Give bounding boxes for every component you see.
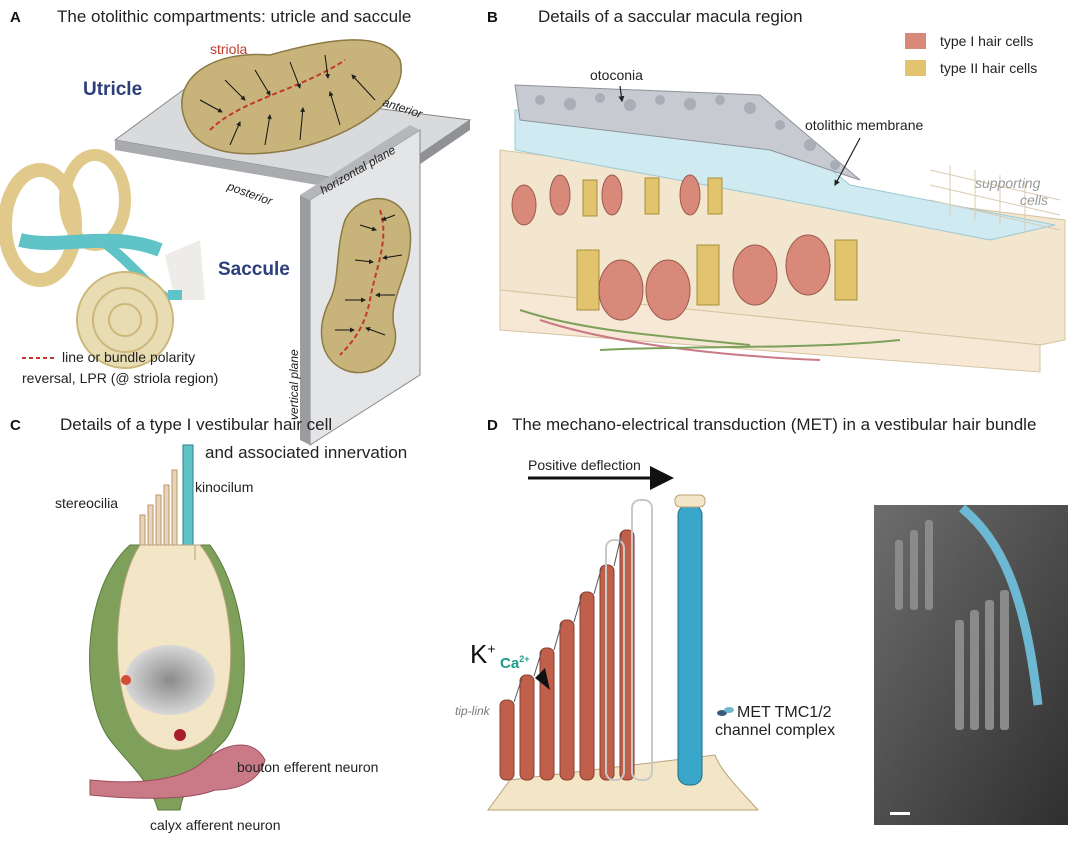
panel-b-letter: B bbox=[487, 9, 498, 26]
hair-cells bbox=[511, 174, 858, 321]
otoconia-label: otoconia bbox=[590, 67, 643, 83]
panel-d-title: The mechano-electrical transduction (MET… bbox=[512, 415, 1037, 434]
inner-ear-illustration bbox=[0, 149, 205, 369]
met-label-line2: channel complex bbox=[715, 722, 836, 739]
calyx-label: calyx afferent neuron bbox=[150, 817, 281, 833]
supporting-cells-label-1: supporting bbox=[975, 175, 1041, 191]
met-label-line1: MET TMC1/2 bbox=[737, 704, 832, 721]
legend-type1-label: type I hair cells bbox=[940, 33, 1034, 49]
panel-a-title: The otolithic compartments: utricle and … bbox=[57, 7, 412, 26]
k-ion-charge: + bbox=[487, 640, 496, 657]
panel-b-title: Details of a saccular macula region bbox=[538, 7, 803, 26]
nucleus bbox=[125, 645, 215, 715]
panel-c-title-line1: Details of a type I vestibular hair cell bbox=[60, 415, 333, 434]
tip-link-label: tip-link bbox=[455, 704, 490, 718]
bouton bbox=[89, 744, 266, 799]
legend-swatch-type2 bbox=[905, 60, 926, 76]
legend-swatch-type1 bbox=[905, 33, 926, 49]
ion-entry-arrow bbox=[535, 668, 550, 690]
kinocilium-c bbox=[182, 444, 194, 546]
k-ion-label: K+ bbox=[470, 640, 496, 669]
positive-deflection-label: Positive deflection bbox=[528, 457, 641, 473]
lpr-legend-line2: reversal, LPR (@ striola region) bbox=[22, 370, 219, 386]
k-ion-symbol: K bbox=[470, 639, 488, 669]
supporting-cells-label-2: cells bbox=[1020, 192, 1049, 208]
panel-c-letter: C bbox=[10, 417, 21, 434]
kinocilum-label: kinocilum bbox=[195, 479, 254, 495]
legend-type2-label: type II hair cells bbox=[940, 60, 1038, 76]
stereocilia-label: stereocilia bbox=[55, 495, 119, 511]
panel-d-artwork bbox=[487, 466, 1068, 825]
ca-ion-charge: 2+ bbox=[519, 654, 530, 664]
ca-ion-symbol: Ca bbox=[500, 655, 520, 672]
panel-a-letter: A bbox=[10, 9, 21, 26]
kinocilium-d bbox=[677, 504, 703, 786]
met-channel-glyph bbox=[717, 707, 734, 716]
panel-d-letter: D bbox=[487, 417, 498, 434]
saccule-macula bbox=[320, 197, 412, 374]
panel-c-artwork bbox=[89, 444, 266, 811]
bouton-label: bouton efferent neuron bbox=[237, 759, 379, 775]
ca-ion-label: Ca2+ bbox=[500, 654, 530, 673]
striola-label: striola bbox=[210, 41, 248, 57]
vertical-plane-label: vertical plane bbox=[287, 349, 301, 420]
panel-a-artwork bbox=[0, 39, 472, 446]
otoconia-layer bbox=[514, 84, 861, 181]
panel-b-artwork bbox=[499, 33, 1066, 373]
utricle-label: Utricle bbox=[83, 79, 143, 100]
otolithic-membrane-label: otolithic membrane bbox=[805, 117, 924, 133]
saccule-label: Saccule bbox=[218, 259, 290, 280]
lpr-legend-line1: line or bundle polarity bbox=[62, 349, 196, 365]
panel-c-title-line2: and associated innervation bbox=[205, 443, 408, 462]
